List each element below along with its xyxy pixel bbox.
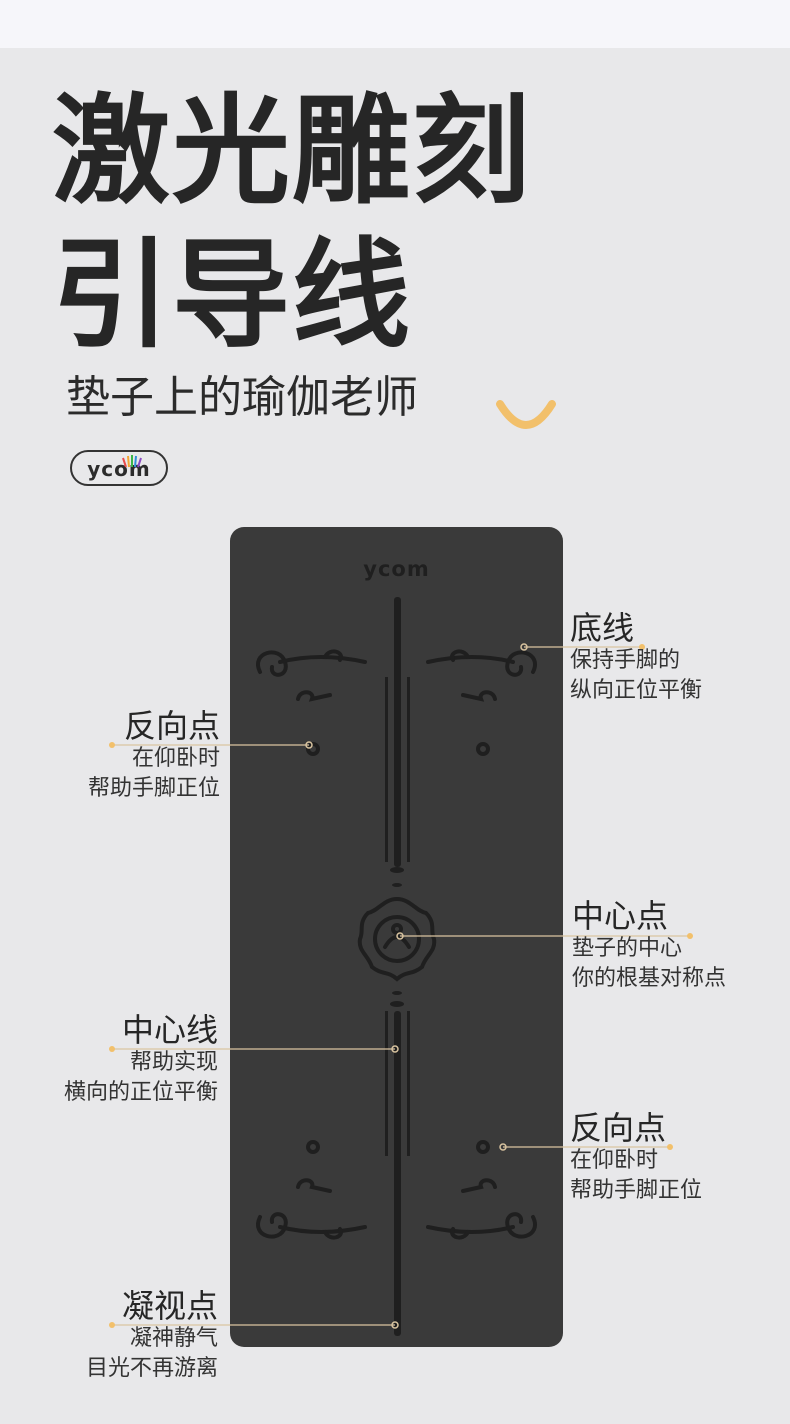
rainbow-rays-icon xyxy=(122,455,142,468)
callout-title: 中心线 xyxy=(121,1011,218,1049)
yoga-mat: ycom xyxy=(230,527,563,1347)
callout-reverse-point-top: 反向点 在仰卧时 帮助手脚正位 xyxy=(88,708,220,804)
callout-desc: 垫子的中心 xyxy=(572,936,683,961)
callout-bottom-line: 底线 保持手脚的 纵向正位平衡 xyxy=(570,610,702,706)
callout-desc: 帮助实现 xyxy=(129,1050,218,1075)
brand-text: ycom xyxy=(87,457,151,481)
bottom-line-mark xyxy=(394,597,401,867)
callout-desc: 纵向正位平衡 xyxy=(570,678,703,703)
side-guide-line xyxy=(385,1011,388,1156)
headline-line-1: 激光雕刻 xyxy=(52,82,533,220)
reverse-point-mark xyxy=(306,1140,320,1154)
mat-logo: ycom xyxy=(363,557,430,581)
dash-mark xyxy=(392,883,402,887)
cloud-motif-icon xyxy=(426,649,537,702)
callout-desc: 凝神静气 xyxy=(129,1326,218,1351)
smile-icon xyxy=(496,400,556,429)
reverse-point-mark xyxy=(306,742,320,756)
callout-title: 中心点 xyxy=(572,897,669,935)
reverse-point-mark xyxy=(476,1140,490,1154)
callout-title: 凝视点 xyxy=(121,1287,218,1325)
callout-title: 反向点 xyxy=(570,1109,667,1147)
top-bar xyxy=(0,0,790,48)
callout-title: 反向点 xyxy=(123,707,220,745)
subtitle: 垫子上的瑜伽老师 xyxy=(66,372,418,423)
laser-engraving xyxy=(256,597,537,1336)
callout-desc: 在仰卧时 xyxy=(570,1148,659,1173)
dash-mark xyxy=(392,991,402,995)
callout-center-line: 中心线 帮助实现 横向的正位平衡 xyxy=(64,1012,218,1108)
callout-title: 底线 xyxy=(570,609,635,647)
callout-center-point: 中心点 垫子的中心 你的根基对称点 xyxy=(572,898,726,994)
cloud-motif-icon xyxy=(426,1178,537,1240)
callout-desc: 横向的正位平衡 xyxy=(63,1080,218,1105)
callout-desc: 帮助手脚正位 xyxy=(570,1178,703,1203)
callout-desc: 你的根基对称点 xyxy=(572,966,727,991)
center-line-mark xyxy=(394,1011,401,1336)
center-point-flower xyxy=(357,896,437,982)
cloud-motif-icon xyxy=(256,1178,367,1240)
callout-desc: 帮助手脚正位 xyxy=(87,776,220,801)
callout-desc: 在仰卧时 xyxy=(131,746,220,771)
callout-desc: 保持手脚的 xyxy=(570,648,681,673)
callout-desc: 目光不再游离 xyxy=(85,1356,218,1381)
dash-mark xyxy=(390,1001,404,1007)
side-guide-line xyxy=(407,677,410,862)
dash-mark xyxy=(390,867,404,873)
brand-logo: ycom xyxy=(70,450,168,486)
callout-gaze-point: 凝视点 凝神静气 目光不再游离 xyxy=(86,1288,218,1384)
side-guide-line xyxy=(385,677,388,862)
callout-reverse-point-bottom: 反向点 在仰卧时 帮助手脚正位 xyxy=(570,1110,702,1206)
headline-line-2: 引导线 xyxy=(52,226,413,364)
side-guide-line xyxy=(407,1011,410,1156)
cloud-motif-icon xyxy=(256,649,367,702)
reverse-point-mark xyxy=(476,742,490,756)
